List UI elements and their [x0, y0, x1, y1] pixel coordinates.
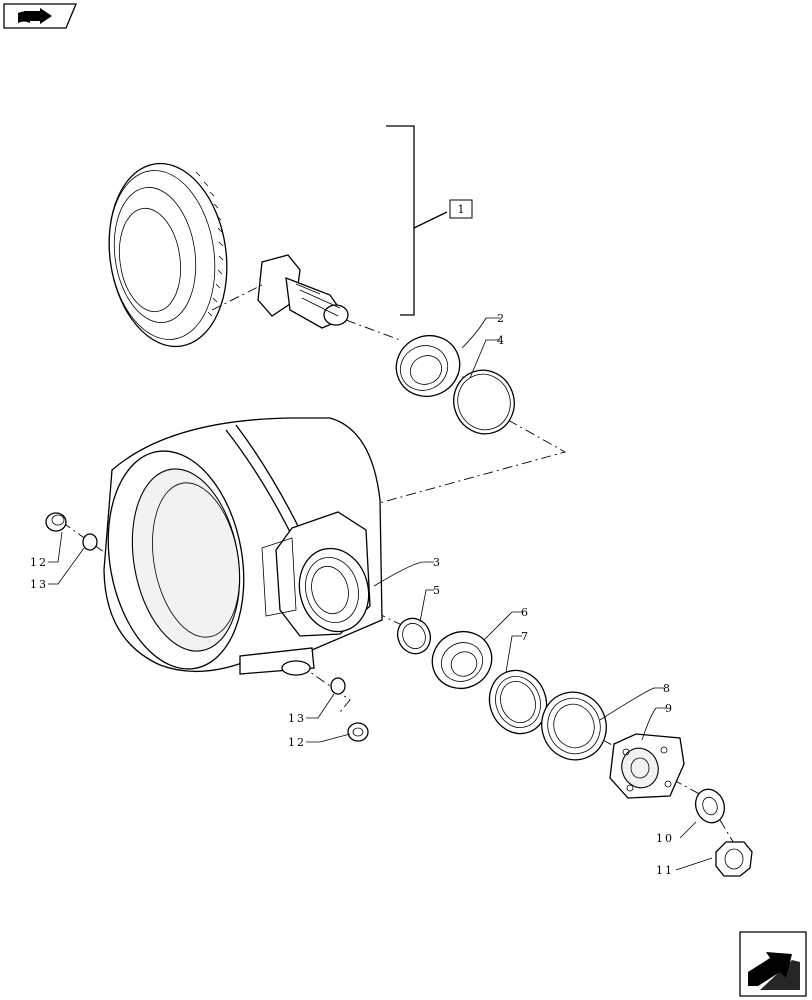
svg-text:1: 1 — [458, 203, 465, 216]
callout-13-left: 13 — [30, 578, 48, 591]
pinion-shaft — [257, 254, 349, 329]
callout-2: 2 — [497, 312, 506, 325]
book-arrow-icon[interactable] — [3, 3, 77, 29]
next-page-arrow-icon[interactable] — [739, 931, 807, 997]
nut-11 — [715, 841, 753, 877]
shim-ring-4 — [453, 369, 515, 435]
washer-13-bottom — [330, 677, 346, 695]
callout-13-bottom: 13 — [288, 712, 306, 725]
bearing-2 — [395, 334, 461, 398]
callout-1: 1 — [449, 199, 473, 219]
seal-7 — [488, 669, 548, 735]
callout-9: 9 — [665, 702, 674, 715]
ring-gear — [108, 162, 228, 348]
callout-12-left: 12 — [30, 556, 48, 569]
shim-5 — [396, 617, 432, 655]
washer-10 — [694, 788, 726, 824]
plug-12-bottom — [347, 722, 369, 742]
callout-12-bottom: 12 — [288, 736, 306, 749]
leader-lines — [48, 317, 713, 871]
callout-5: 5 — [433, 584, 442, 597]
plug-12-left — [45, 512, 67, 532]
callout-3: 3 — [433, 556, 442, 569]
bearing-6 — [431, 630, 493, 690]
callout-7: 7 — [521, 630, 530, 643]
callout-6: 6 — [521, 606, 530, 619]
seal-8 — [541, 691, 607, 761]
callout-8: 8 — [663, 682, 672, 695]
callout-10: 10 — [656, 832, 674, 845]
washer-13-left — [82, 533, 98, 551]
callout-11: 11 — [656, 864, 674, 877]
group-bracket — [386, 125, 448, 316]
axle-housing — [103, 417, 383, 676]
flange-9 — [609, 733, 685, 799]
callout-4: 4 — [497, 334, 506, 347]
